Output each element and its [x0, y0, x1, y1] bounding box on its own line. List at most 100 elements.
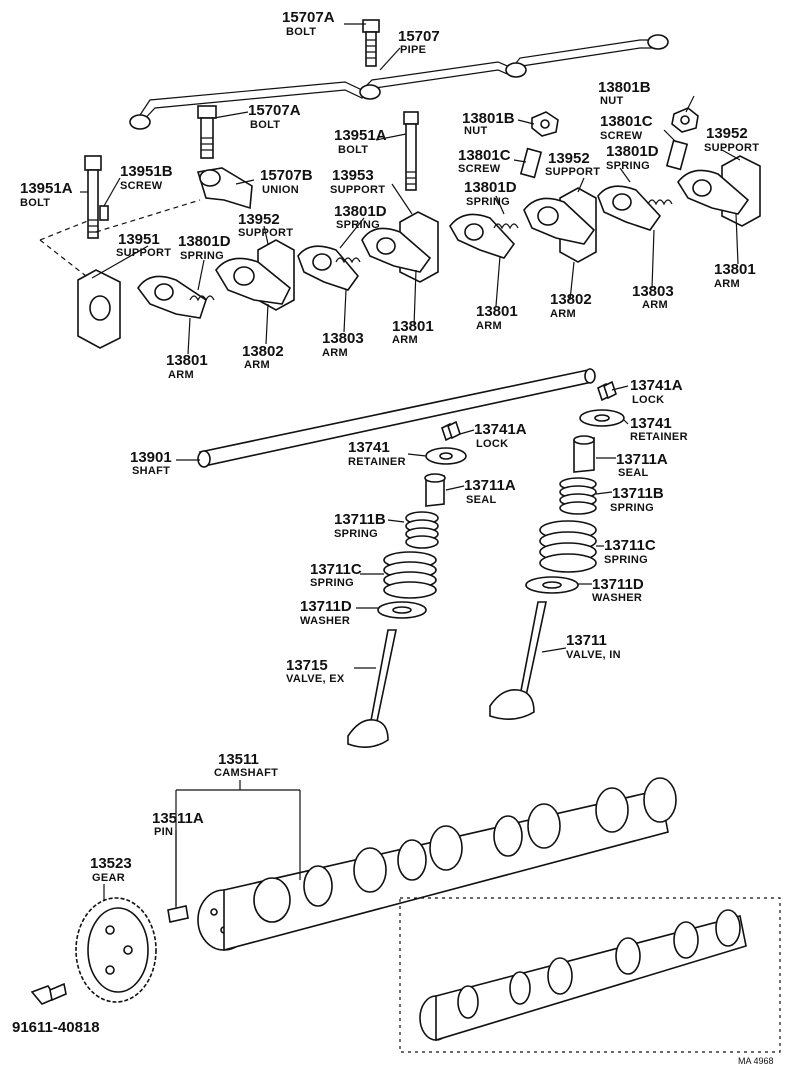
bolt-15707a-top	[362, 19, 380, 67]
part-number: 13711A	[616, 451, 668, 468]
part-number: 13801	[714, 261, 756, 278]
oil-pipe	[129, 34, 669, 130]
part-name: SUPPORT	[116, 247, 171, 259]
part-number: 13951	[118, 231, 160, 248]
bolt-13951a-center	[403, 111, 419, 191]
screw-13801c-center	[519, 147, 543, 179]
nut-13801b-center	[531, 111, 559, 137]
outer-spring-ex	[383, 551, 437, 599]
part-name: ARM	[714, 278, 740, 290]
part-number: 13715	[286, 657, 328, 674]
part-name: WASHER	[300, 615, 350, 627]
part-name: BOLT	[20, 197, 50, 209]
part-number: 13801	[392, 318, 434, 335]
part-name: LOCK	[476, 438, 508, 450]
diagram-code: MA 4968	[738, 1056, 774, 1066]
camshaft-gear	[75, 897, 157, 1003]
part-number: 13711	[566, 632, 607, 649]
part-number: 13711B	[612, 485, 664, 502]
part-name: ARM	[642, 299, 668, 311]
bolt-91611	[30, 982, 67, 1005]
part-number: 13801C	[600, 113, 653, 130]
part-name: SEAL	[466, 494, 497, 506]
part-number: 13711D	[300, 598, 352, 615]
part-name: SUPPORT	[704, 142, 759, 154]
part-name: PIPE	[400, 44, 426, 56]
rocker-springs	[189, 199, 673, 302]
part-name: SPRING	[466, 196, 510, 208]
part-name: GEAR	[92, 872, 125, 884]
part-name: NUT	[464, 125, 488, 137]
part-name: SPRING	[606, 160, 650, 172]
leader-lines	[80, 23, 741, 908]
part-name: VALVE, IN	[566, 649, 621, 661]
part-number: 13711D	[592, 576, 644, 593]
part-number: 13711C	[604, 537, 656, 554]
arm-13802-a	[215, 257, 292, 305]
part-name: ARM	[392, 334, 418, 346]
part-number: 13523	[90, 855, 132, 872]
part-number: 13801D	[606, 143, 659, 160]
part-name: SCREW	[120, 180, 163, 192]
part-name: WASHER	[592, 592, 642, 604]
part-number: 15707	[398, 28, 440, 45]
part-number: 15707B	[260, 167, 313, 184]
part-name: SPRING	[610, 502, 654, 514]
part-name: SPRING	[180, 250, 224, 262]
support-13951	[39, 199, 201, 349]
part-name: BOLT	[338, 144, 368, 156]
rocker-shaft	[197, 368, 596, 468]
part-number: 13953	[332, 167, 374, 184]
part-number: 13951A	[20, 180, 73, 197]
arm-13803-a	[297, 245, 360, 291]
part-number: 13952	[548, 150, 590, 167]
part-number: 13803	[322, 330, 364, 347]
part-name: SUPPORT	[238, 227, 293, 239]
part-name: SCREW	[458, 163, 501, 175]
arm-13801-a	[137, 275, 207, 319]
part-number: 13511A	[152, 810, 204, 827]
part-name: RETAINER	[348, 456, 406, 468]
part-name: ARM	[168, 369, 194, 381]
part-name: SUPPORT	[545, 166, 600, 178]
bolt-15707a-mid	[197, 105, 217, 159]
part-number: 13803	[632, 283, 674, 300]
arm-13801-b	[361, 227, 432, 273]
part-name: SUPPORT	[330, 184, 385, 196]
part-number: 13952	[706, 125, 748, 142]
part-name: SPRING	[310, 577, 354, 589]
part-number: 13801	[166, 352, 208, 369]
part-number: 91611-40818	[12, 1019, 100, 1036]
part-number: 13901	[130, 449, 172, 466]
part-number: 13951A	[334, 127, 387, 144]
